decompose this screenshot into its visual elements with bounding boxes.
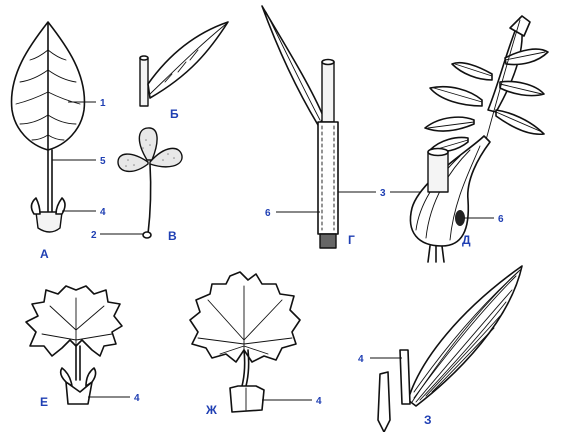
label-blade-1: 1 — [100, 98, 106, 109]
lobed-blade — [190, 272, 300, 362]
figure-b: Б — [140, 22, 228, 121]
letter-z: З — [424, 413, 432, 427]
letter-b: Б — [170, 107, 179, 121]
letter-d: Д — [462, 233, 471, 247]
compound-leaflets — [425, 16, 548, 152]
label-stipules-4: 4 — [316, 396, 322, 407]
stem — [140, 58, 148, 106]
dissected-blade — [26, 286, 122, 356]
figure-z: 4 З — [358, 266, 522, 432]
label-ligule-6: 6 — [498, 214, 504, 225]
sessile-leaf — [148, 22, 228, 98]
label-petiole-5: 5 — [100, 156, 106, 167]
figure-d: 3 6 Д — [380, 16, 548, 262]
petiole — [242, 350, 245, 386]
figure-g: 3 6 Г — [262, 6, 386, 248]
label-ligule-6: 6 — [265, 208, 271, 219]
letter-g: Г — [348, 233, 355, 247]
letter-v: В — [168, 229, 177, 243]
label-stipules-4: 4 — [134, 393, 140, 404]
ligule-spot — [455, 210, 465, 226]
figure-a: 1 5 4 А — [12, 22, 106, 261]
stipules — [230, 386, 264, 412]
grass-blade — [262, 6, 324, 125]
letter-e: Е — [40, 395, 48, 409]
label-stipules-4: 4 — [358, 354, 364, 365]
letter-zh: Ж — [205, 403, 217, 417]
leaf-sheath — [318, 122, 338, 234]
swollen-sheath — [410, 136, 490, 246]
label-pulvinus-2: 2 — [91, 230, 97, 241]
leaf-base — [36, 212, 62, 232]
petiole — [148, 164, 151, 234]
letter-a: А — [40, 247, 49, 261]
pulvinus — [143, 232, 151, 238]
figure-zh: 4 Ж — [190, 272, 322, 417]
figure-v: 2 В — [91, 128, 182, 243]
figure-e: 4 Е — [26, 286, 140, 409]
label-base-4: 4 — [100, 207, 106, 218]
